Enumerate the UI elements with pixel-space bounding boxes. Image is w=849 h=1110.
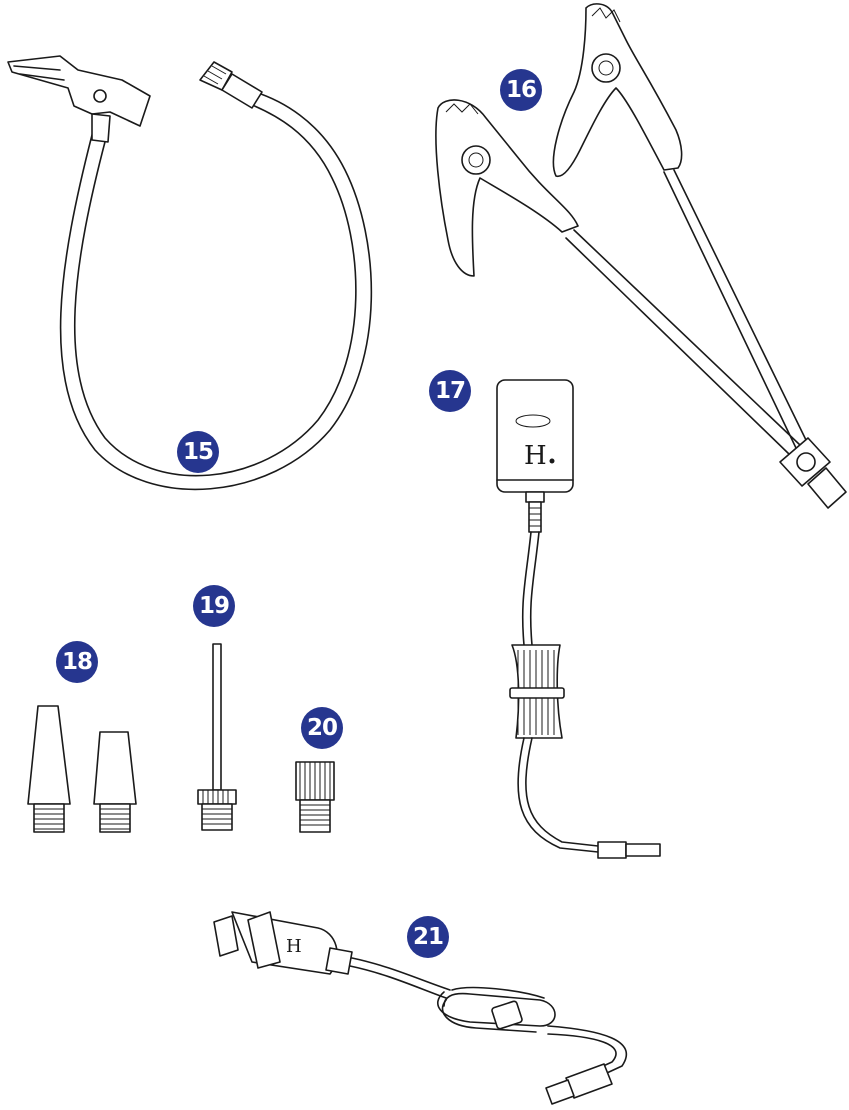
clamp-connector xyxy=(780,438,846,508)
car-charger-logo: H xyxy=(286,936,302,957)
ball-needle xyxy=(198,644,236,830)
air-hose xyxy=(8,56,371,489)
callout-21: 21 xyxy=(407,916,449,958)
nozzle-short xyxy=(94,732,136,832)
wall-charger: H xyxy=(497,380,660,858)
callout-15: 15 xyxy=(177,431,219,473)
clamp-right xyxy=(553,4,681,176)
inflator-nozzles xyxy=(28,706,136,832)
callout-19: 19 xyxy=(193,585,235,627)
nozzle-tall xyxy=(28,706,70,832)
car-charger-cable-coil xyxy=(438,988,555,1032)
callout-20: 20 xyxy=(301,707,343,749)
charger-logo: H xyxy=(524,441,547,471)
callout-16: 16 xyxy=(500,69,542,111)
clamp-left xyxy=(436,100,578,276)
hose-chuck xyxy=(8,56,150,142)
callout-17: 17 xyxy=(429,370,471,412)
charger-cable-bundle xyxy=(510,645,564,738)
hose-threaded-end xyxy=(200,62,262,108)
callout-18: 18 xyxy=(56,641,98,683)
valve-adapter xyxy=(296,762,334,832)
